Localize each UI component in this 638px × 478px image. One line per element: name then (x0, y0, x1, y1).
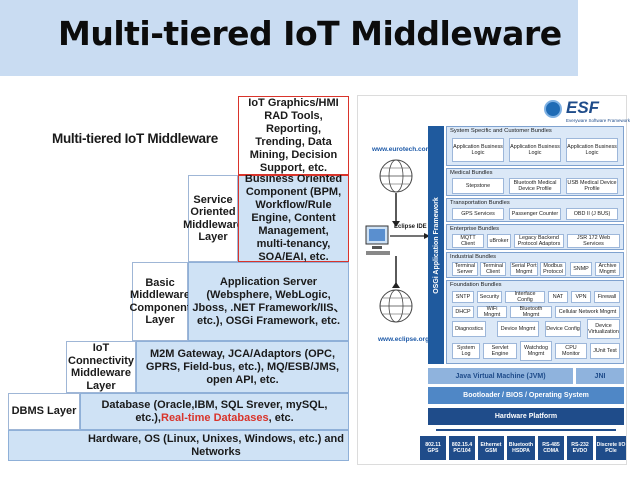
globe-top-icon (379, 159, 413, 193)
bootloader-bar: Bootloader / BIOS / Operating System (428, 387, 624, 404)
ide-label: Eclipse IDE (394, 224, 427, 230)
tier-label-basic: Basic Middleware Component Layer (129, 262, 191, 341)
cell-device-virtualization: Device Virtualization (587, 319, 620, 339)
cell-dhcp: DHCP (452, 306, 474, 318)
cell-app-logic-1: Application Business Logic (452, 138, 504, 162)
cell-passenger: Passenger Counter (509, 208, 561, 220)
jni-bar: JNI (576, 368, 624, 384)
realtime-db-highlight: Real-time Databases (161, 411, 269, 424)
group-foundation: Foundation Bundles SNTP Security Interfa… (446, 280, 624, 364)
tier-connectivity-text: M2M Gateway, JCA/Adaptors (OPC, GPRS, Fi… (145, 347, 340, 386)
group-customer-title: System Specific and Customer Bundles (450, 128, 552, 134)
url-eurotech: www.eurotech.com (372, 146, 432, 153)
group-medical: Medical Bundles Stepstone Bluetooth Medi… (446, 168, 624, 196)
tier-dbms: Database (Oracle,IBM, SQL Srever, mySQL,… (80, 393, 349, 430)
cell-security: Security (477, 291, 502, 303)
cell-terminal-client: Terminal Client (480, 262, 506, 276)
tier-hardware-text: Hardware, OS (Linux, Unixes, Windows, et… (87, 432, 344, 458)
esf-logo-icon (544, 100, 562, 118)
cell-ubroker: uBroker (487, 234, 511, 248)
group-enterprise-title: Enterprise Bundles (450, 226, 499, 232)
cell-diagnostics: Diagnostics (452, 321, 486, 337)
cell-nat: NAT (548, 291, 568, 303)
tier-label-connectivity: IoT Connectivity Middleware Layer (66, 341, 136, 393)
group-medical-title: Medical Bundles (450, 170, 493, 176)
pyramid-heading: Multi-tiered IoT Middleware (52, 131, 218, 146)
cell-gps: GPS Services (452, 208, 504, 220)
esf-diagram: ESF Everyware Software Framework www.eur… (357, 95, 631, 465)
group-customer: System Specific and Customer Bundles App… (446, 126, 624, 166)
group-foundation-title: Foundation Bundles (450, 282, 502, 288)
tier-connectivity: M2M Gateway, JCA/Adaptors (OPC, GPRS, Fi… (136, 341, 349, 393)
esf-logo-subtitle: Everyware Software Framework (566, 118, 631, 123)
cell-serial-port: Serial Port Mngmt (510, 262, 538, 276)
cell-device-mngmt: Device Mngmt (497, 321, 539, 337)
slide-title: Multi-tiered IoT Middleware (58, 14, 562, 53)
cell-legacy: Legacy Backend Protocol Adaptors (514, 234, 564, 248)
tier-label-service: Service Oriented Middleware Layer (183, 175, 243, 262)
tier-top-text: IoT Graphics/HMI RAD Tools, Reporting, T… (248, 96, 339, 174)
cell-system-log: System Log (452, 343, 480, 359)
cell-bluetooth-mngmt: Bluetooth Mngmt (510, 306, 552, 318)
group-industrial-title: Industrial Bundles (450, 254, 497, 260)
cell-wifi: WiFi Mngmt (477, 306, 507, 318)
group-industrial: Industrial Bundles Terminal Server Termi… (446, 252, 624, 278)
computer-icon (365, 225, 390, 255)
group-transportation: Transportation Bundles GPS Services Pass… (446, 198, 624, 222)
jvm-bar: Java Virtual Machine (JVM) (428, 368, 573, 384)
group-transportation-title: Transportation Bundles (450, 200, 510, 206)
esf-connection-graphics (365, 159, 430, 323)
group-enterprise: Enterprise Bundles MQTT Client uBroker L… (446, 224, 624, 250)
cell-terminal-server: Terminal Server (452, 262, 478, 276)
tier-hardware: Hardware, OS (Linux, Unixes, Windows, et… (8, 430, 349, 461)
osgi-bar-label: OSGi Application Framework (432, 196, 440, 294)
cell-jsr: JSR 172 Web Services (567, 234, 620, 248)
title-band (0, 0, 578, 76)
globe-bottom-icon (379, 289, 413, 323)
cell-cpu-monitor: CPU Monitor (555, 343, 587, 359)
cell-app-logic-2: Application Business Logic (509, 138, 561, 162)
cell-obd: OBD II (J BUS) (566, 208, 618, 220)
cell-sntp: SNTP (452, 291, 474, 303)
cell-watchdog: Watchdog Mngmt (520, 341, 552, 361)
cell-modbus: Modbus Protocol (540, 262, 566, 276)
cell-mqtt: MQTT Client (452, 234, 484, 248)
cell-bt-medical: Bluetooth Medical Device Profile (509, 178, 561, 194)
url-eclipse: www.eclipse.org (378, 336, 430, 343)
tier-basic-text: Application Server (Websphere, WebLogic,… (192, 275, 345, 327)
cell-archive: Archive Mngmt (595, 262, 620, 276)
hardware-connector (436, 429, 616, 431)
cell-firewall: Firewall (594, 291, 620, 303)
esf-logo-text: ESF (566, 98, 600, 117)
tier-top: IoT Graphics/HMI RAD Tools, Reporting, T… (238, 96, 349, 175)
cell-snmp: SNMP (570, 262, 592, 276)
tier-dbms-text: Database (Oracle,IBM, SQL Srever, mySQL,… (101, 398, 328, 424)
cell-stepstone: Stepstone (452, 178, 504, 194)
tier-service-text: Business Oriented Component (BPM, Workfl… (244, 173, 343, 263)
cell-junit: JUnit Test (590, 343, 620, 359)
cell-usb-medical: USB Medical Device Profile (566, 178, 618, 194)
tier-label-dbms: DBMS Layer (8, 393, 80, 430)
cell-app-logic-3: Application Business Logic (566, 138, 618, 162)
cell-vpn: VPN (571, 291, 591, 303)
hardware-bar: Hardware Platform (428, 408, 624, 425)
tier-service: Business Oriented Component (BPM, Workfl… (238, 173, 349, 263)
cell-interface-config: Interface Config (505, 291, 545, 303)
cell-servlet: Servlet Engine (483, 343, 517, 359)
cell-device-config: Device Config (545, 321, 581, 337)
tier-basic: Application Server (Websphere, WebLogic,… (188, 262, 349, 341)
osgi-bar: OSGi Application Framework (428, 126, 444, 364)
cell-cellular: Cellular Network Mngmt (555, 306, 620, 318)
